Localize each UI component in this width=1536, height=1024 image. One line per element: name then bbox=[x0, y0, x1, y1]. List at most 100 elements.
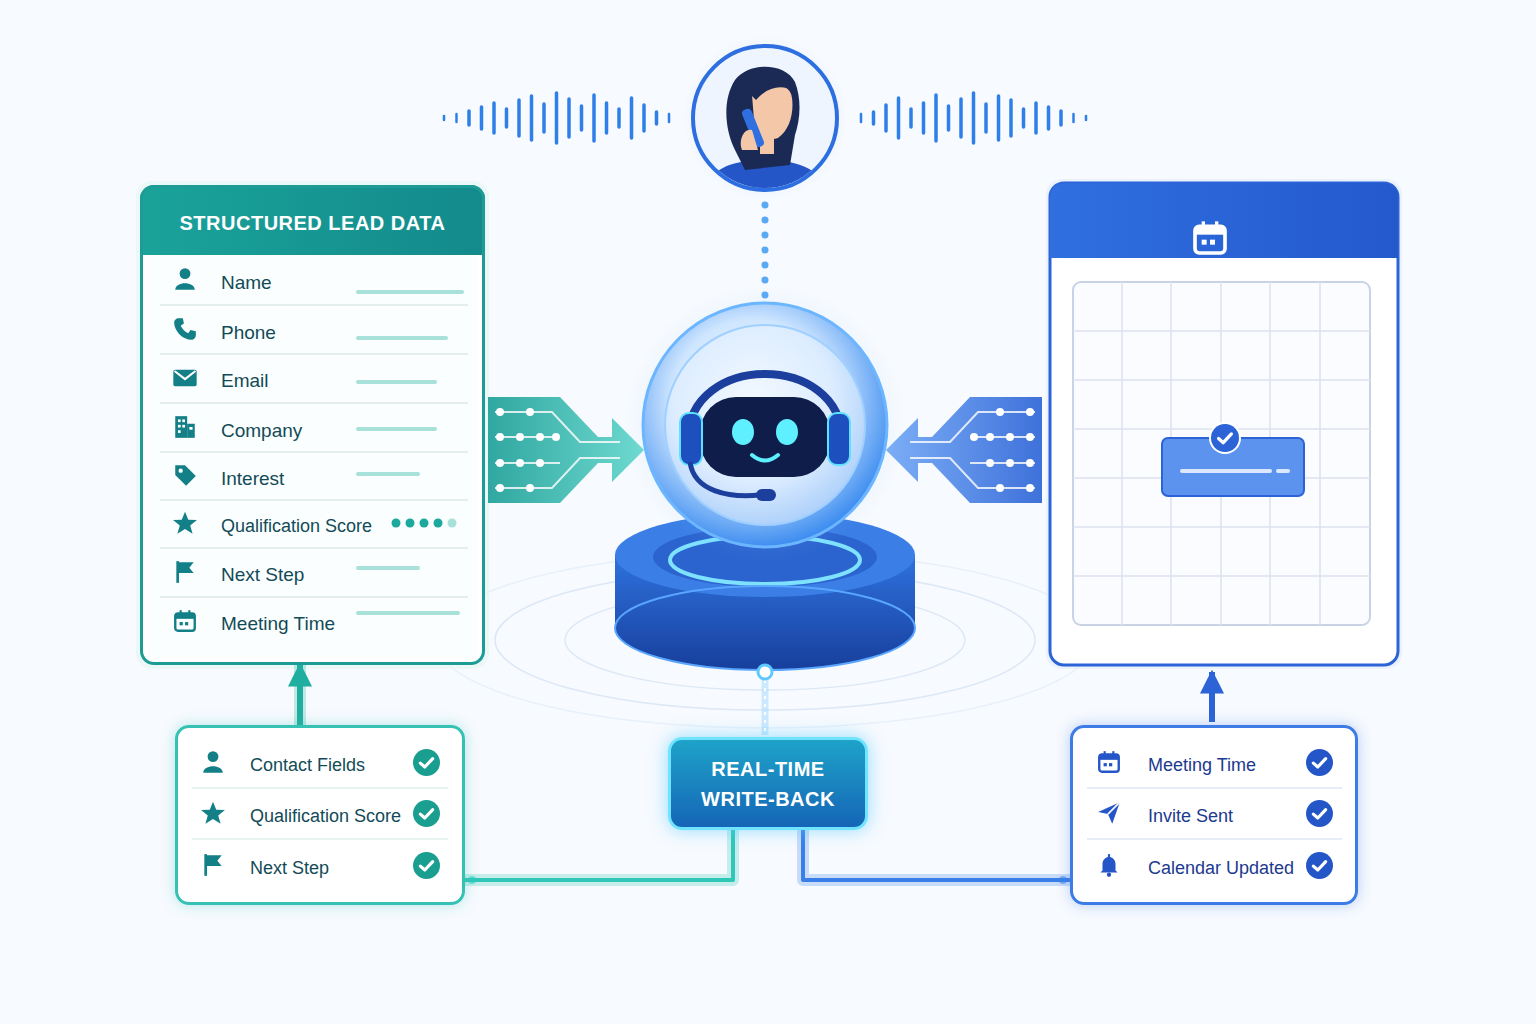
checklist-left-body bbox=[413, 749, 440, 879]
calendar-panel bbox=[1211, 424, 1239, 452]
data-trace-left bbox=[526, 408, 534, 416]
calendar-panel bbox=[1195, 221, 1225, 253]
checklist-left-body bbox=[192, 788, 448, 839]
field-label: Interest bbox=[221, 468, 284, 490]
checklist-right-body bbox=[1087, 838, 1342, 840]
checklist-left-body bbox=[203, 751, 223, 773]
field-label: Meeting Time bbox=[221, 613, 335, 635]
checklist-left-body bbox=[192, 787, 448, 789]
data-trace-right bbox=[1006, 433, 1014, 441]
checklist-right-body bbox=[1099, 751, 1119, 772]
audio-feed bbox=[762, 232, 769, 239]
wave-bar bbox=[580, 106, 584, 130]
lead-data-panel bbox=[358, 427, 435, 431]
ai-agent-bot bbox=[776, 419, 798, 445]
connector-glow bbox=[465, 830, 733, 880]
data-trace-right bbox=[910, 412, 1035, 488]
ai-agent-bot bbox=[732, 419, 754, 445]
checklist-right-body bbox=[1306, 749, 1333, 776]
data-trace-right bbox=[970, 462, 1035, 464]
data-trace-left bbox=[496, 459, 504, 467]
wave-bar bbox=[467, 111, 471, 125]
calendar-panel bbox=[1073, 575, 1370, 577]
connector bbox=[465, 830, 733, 880]
calendar-panel bbox=[1050, 183, 1398, 258]
data-trace-left bbox=[496, 408, 560, 492]
connector-group bbox=[300, 665, 301, 725]
wave-bar bbox=[642, 105, 646, 131]
ai-agent-bot bbox=[680, 413, 702, 465]
data-trace-right bbox=[996, 408, 1004, 416]
lead-data-panel bbox=[175, 610, 195, 631]
lead-data-panel bbox=[160, 305, 468, 597]
wave-bar bbox=[1085, 116, 1088, 120]
checklist-right-body bbox=[1087, 787, 1342, 789]
lead-data-panel bbox=[160, 304, 468, 306]
data-trace-right bbox=[986, 459, 994, 467]
connector bbox=[803, 830, 1070, 880]
calendar-panel bbox=[1073, 330, 1370, 332]
lead-data-panel bbox=[175, 268, 195, 290]
checklist-box: Contact FieldsQualification ScoreNext St… bbox=[175, 725, 465, 905]
wave-bar bbox=[455, 114, 458, 122]
wave-bar bbox=[555, 93, 559, 143]
calendar-update-arrow bbox=[1209, 672, 1215, 722]
checklist-right-body bbox=[1306, 749, 1333, 879]
wave-bar bbox=[492, 103, 496, 133]
data-trace-right bbox=[910, 458, 1035, 488]
wave-bar bbox=[1009, 100, 1013, 136]
lead-data-panel bbox=[160, 451, 468, 453]
checklist-right-body bbox=[1306, 800, 1333, 827]
data-trace-right bbox=[996, 484, 1004, 492]
field-label: Next Step bbox=[250, 857, 329, 879]
calendar-panel bbox=[1209, 422, 1241, 454]
checklist-right-body bbox=[1100, 854, 1117, 877]
lead-data-panel bbox=[358, 380, 435, 384]
lead-data-panel bbox=[140, 185, 485, 255]
ai-agent-bot bbox=[625, 285, 905, 565]
connector bbox=[297, 665, 303, 725]
audio-feed bbox=[762, 202, 769, 209]
ai-agent-bot bbox=[752, 455, 778, 461]
wave-bar bbox=[909, 109, 913, 127]
wave-bar bbox=[542, 104, 546, 132]
audio-feed bbox=[762, 202, 769, 299]
calendar-panel bbox=[1073, 379, 1370, 381]
wave-bar bbox=[517, 100, 521, 136]
calendar-panel bbox=[1046, 179, 1402, 669]
data-trace-right bbox=[970, 433, 978, 441]
lead-data-panel bbox=[358, 292, 462, 613]
wave-bar bbox=[922, 103, 926, 133]
ai-agent-bot bbox=[665, 325, 865, 525]
wave-bar bbox=[860, 114, 863, 122]
wave-bar bbox=[617, 109, 621, 127]
caller-avatar bbox=[741, 130, 758, 150]
lead-data-panel bbox=[160, 499, 468, 501]
wave-bar bbox=[934, 95, 938, 141]
process-box: REAL-TIME WRITE-BACK bbox=[668, 737, 868, 830]
field-label: REAL-TIME WRITE-BACK bbox=[688, 754, 848, 814]
lead-data-panel bbox=[358, 472, 418, 476]
wave-bar bbox=[655, 112, 659, 124]
field-label: Calendar Updated bbox=[1148, 857, 1294, 879]
wave-bar bbox=[972, 93, 976, 143]
lead-data-panel bbox=[175, 465, 196, 486]
wave-bar bbox=[1047, 107, 1051, 129]
data-trace-left bbox=[496, 484, 504, 492]
wave-bar bbox=[1072, 114, 1075, 122]
panel-title: STRUCTURED LEAD DATA bbox=[143, 212, 482, 234]
calendar-panel bbox=[1073, 282, 1370, 625]
calendar-panel bbox=[1050, 183, 1398, 665]
data-trace-right bbox=[1026, 433, 1034, 441]
write-back-link bbox=[758, 665, 772, 679]
field-label: Invite Sent bbox=[1148, 805, 1233, 827]
data-trace-left bbox=[516, 433, 524, 441]
lead-data-panel bbox=[160, 596, 468, 598]
lead-data-panel bbox=[140, 185, 485, 665]
wave-bar bbox=[1059, 111, 1063, 125]
lead-data-panel bbox=[173, 268, 197, 631]
calendar-panel bbox=[1073, 282, 1370, 625]
data-panel: STRUCTURED LEAD DATANamePhoneEmailCompan… bbox=[140, 185, 485, 665]
wave-bar bbox=[1022, 109, 1026, 127]
